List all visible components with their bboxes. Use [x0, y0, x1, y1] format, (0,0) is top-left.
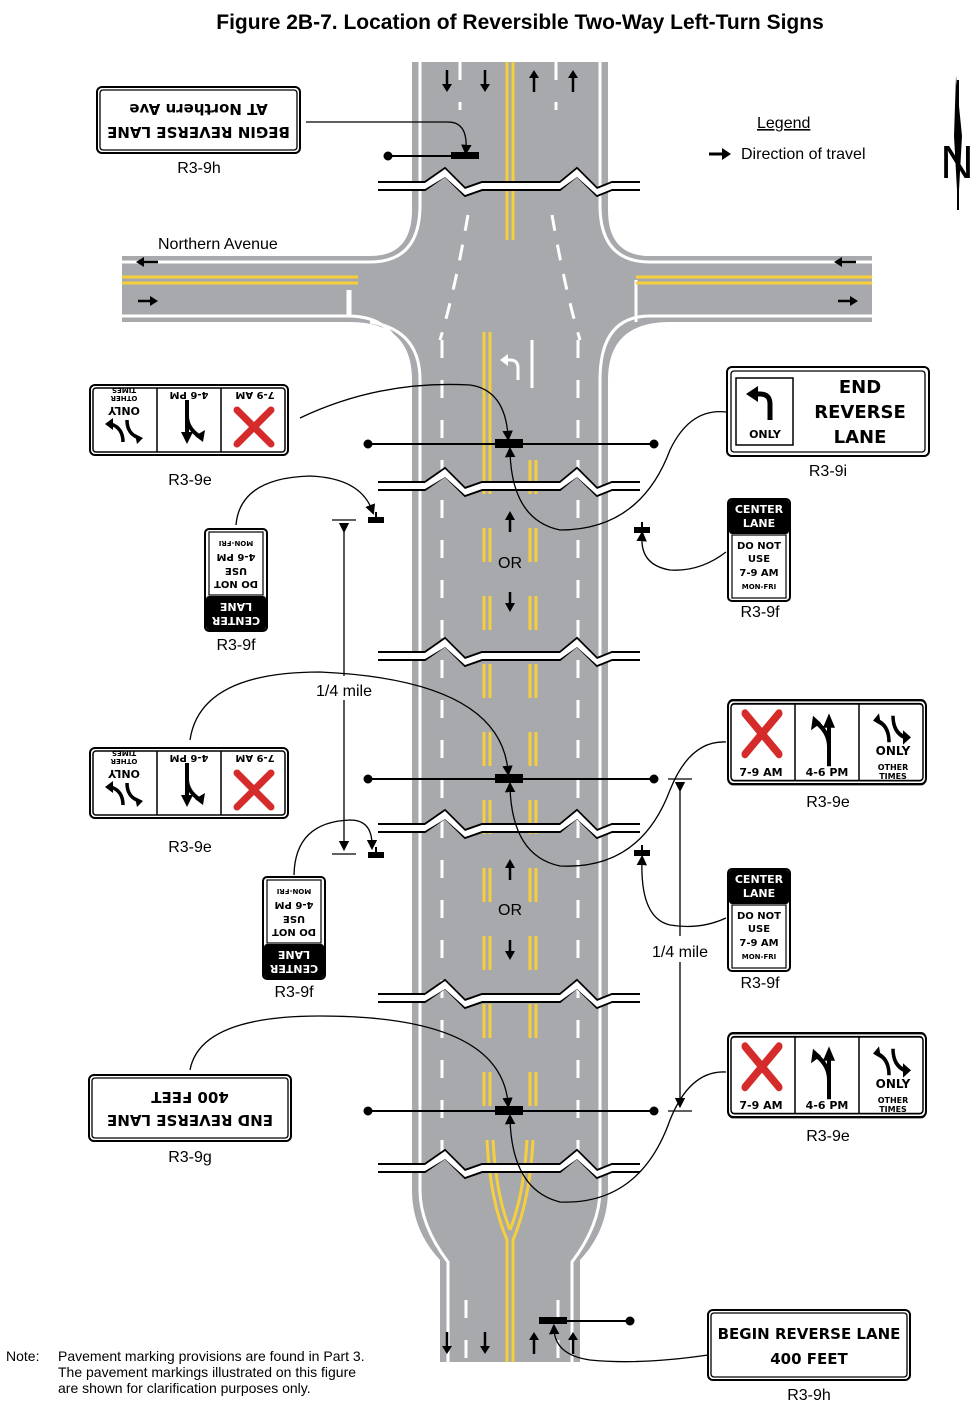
roadway	[122, 62, 872, 1362]
r39e-r2-time1: 7-9 AM	[739, 1099, 782, 1112]
legend-item: Direction of travel	[741, 146, 866, 163]
r39h-bottom-code: R3-9h	[787, 1387, 831, 1404]
r39e-l2-other1: OTHER	[110, 757, 137, 765]
r39f-l2-head1: CENTER	[269, 962, 318, 975]
r39e-r2-only: ONLY	[876, 1077, 911, 1091]
r39e-l1-other1: OTHER	[110, 394, 137, 402]
r39f-l2-l3: 4-6 PM	[275, 899, 314, 910]
r39f-r1-head1: CENTER	[735, 503, 784, 516]
r39f-r1-l2: USE	[748, 554, 770, 565]
r39f-r2-head2: LANE	[743, 887, 775, 900]
or-label-1: OR	[498, 555, 522, 572]
lane-arrows	[136, 70, 858, 1354]
r39i-line3: LANE	[834, 427, 887, 448]
left-turn-arrow-icon	[746, 386, 758, 402]
r39h-bottom-line1: BEGIN REVERSE LANE	[718, 1325, 901, 1343]
r39e-l2-time2: 4-6 PM	[170, 752, 209, 763]
r39f-left-2-code: R3-9f	[274, 984, 314, 1001]
street-label: Northern Avenue	[158, 236, 278, 253]
sign-r3-9f-right-1: CENTER LANE DO NOT USE 7-9 AM MON-FRI	[727, 498, 791, 602]
r39e-r2-other2: TIMES	[879, 1105, 907, 1114]
north-label: N	[940, 136, 973, 188]
r39e-r2-other1: OTHER	[878, 1096, 909, 1105]
r39f-l1-l4: MON-FRI	[219, 539, 253, 547]
r39f-r2-head1: CENTER	[735, 873, 784, 886]
r39h-top-line2: AT Northern Ave	[129, 100, 268, 118]
r39f-r2-l1: DO NOT	[737, 911, 781, 922]
r39e-r1-time1: 7-9 AM	[739, 766, 782, 779]
r39g-line2: 400 FEET	[150, 1088, 228, 1106]
r39e-l1-only: ONLY	[107, 404, 140, 417]
sign-r3-9f-left-2: CENTER LANE DO NOT USE 4-6 PM MON-FRI	[262, 876, 326, 980]
r39i-code: R3-9i	[809, 463, 847, 480]
r39f-l2-l1: DO NOT	[272, 926, 316, 937]
leader-lines	[189, 121, 727, 1363]
r39e-l1-other2: TIMES	[112, 386, 136, 394]
r39f-r1-l3: 7-9 AM	[739, 568, 778, 579]
sign-r3-9h-bottom: BEGIN REVERSE LANE 400 FEET	[707, 1309, 911, 1381]
r39f-l2-l4: MON-FRI	[277, 887, 311, 895]
r39h-top-line1: BEGIN REVERSE LANE	[107, 123, 290, 141]
r39e-r1-time2: 4-6 PM	[806, 766, 849, 779]
r39e-left-1-code: R3-9e	[168, 472, 212, 489]
r39f-l2-head2: LANE	[278, 948, 310, 961]
note-text: Pavement marking provisions are found in…	[58, 1348, 365, 1396]
r39e-left-2-code: R3-9e	[168, 839, 212, 856]
r39f-l1-head2: LANE	[220, 600, 252, 613]
r39g-line1: END REVERSE LANE	[107, 1111, 273, 1129]
r39f-r2-l3: 7-9 AM	[739, 938, 778, 949]
r39f-l2-l2: USE	[283, 913, 305, 924]
sign-r3-9e-left-1: 7-9 AM 4-6 PM ONLY OTHER TIMES	[90, 385, 288, 455]
r39f-r2-l4: MON-FRI	[742, 953, 776, 961]
r39f-l1-l1: DO NOT	[214, 578, 258, 589]
r39e-l2-only: ONLY	[107, 767, 140, 780]
sign-r3-9f-right-2: CENTER LANE DO NOT USE 7-9 AM MON-FRI	[727, 868, 791, 972]
distance-dimensions	[332, 519, 692, 1112]
sign-r3-9h-top: BEGIN REVERSE LANE AT Northern Ave	[96, 86, 301, 154]
r39e-r1-other2: TIMES	[879, 772, 907, 781]
r39f-right-2-code: R3-9f	[740, 975, 780, 992]
r39e-r1-other1: OTHER	[878, 763, 909, 772]
sign-r3-9e-right-2: 7-9 AM 4-6 PM ONLY OTHER TIMES	[728, 1033, 926, 1117]
sign-r3-9e-left-2: 7-9 AM 4-6 PM ONLY OTHER TIMES	[90, 748, 288, 818]
r39f-l1-l3: 4-6 PM	[217, 551, 256, 562]
sign-r3-9g: END REVERSE LANE 400 FEET	[88, 1074, 292, 1142]
r39f-r1-l1: DO NOT	[737, 541, 781, 552]
legend-heading: Legend	[757, 115, 810, 132]
r39e-l2-other2: TIMES	[112, 749, 136, 757]
north-arrow-icon: N	[940, 76, 973, 210]
note-label: Note:	[6, 1348, 40, 1364]
r39i-line2: REVERSE	[814, 402, 906, 423]
r39h-top-code: R3-9h	[177, 160, 221, 177]
r39e-right-1-code: R3-9e	[806, 794, 850, 811]
r39e-l1-time2: 4-6 PM	[170, 389, 209, 400]
r39f-r1-head2: LANE	[743, 517, 775, 530]
distance-label-2: 1/4 mile	[652, 944, 708, 961]
legend: Legend Direction of travel	[709, 115, 866, 163]
distance-label-1: 1/4 mile	[316, 683, 372, 700]
r39f-r1-l4: MON-FRI	[742, 583, 776, 591]
r39f-left-1-code: R3-9f	[216, 637, 256, 654]
r39f-r2-l2: USE	[748, 924, 770, 935]
r39e-r1-only: ONLY	[876, 744, 911, 758]
sign-r3-9f-left-1: CENTER LANE DO NOT USE 4-6 PM MON-FRI	[204, 528, 268, 632]
sign-r3-9e-right-1: 7-9 AM 4-6 PM ONLY OTHER TIMES	[728, 700, 926, 784]
r39f-right-1-code: R3-9f	[740, 604, 780, 621]
sign-r3-9i: ONLY END REVERSE LANE	[726, 366, 930, 457]
r39h-bottom-line2: 400 FEET	[770, 1350, 848, 1368]
or-label-2: OR	[498, 902, 522, 919]
r39i-only: ONLY	[749, 428, 782, 441]
r39i-line1: END	[839, 377, 881, 398]
r39e-r2-time2: 4-6 PM	[806, 1099, 849, 1112]
figure-note: Note: Pavement marking provisions are fo…	[6, 1348, 376, 1396]
r39e-l2-time1: 7-9 AM	[235, 752, 274, 763]
figure-title: Figure 2B-7. Location of Reversible Two-…	[216, 11, 824, 34]
r39f-l1-head1: CENTER	[211, 614, 260, 627]
r39g-code: R3-9g	[168, 1149, 212, 1166]
r39e-right-2-code: R3-9e	[806, 1128, 850, 1145]
r39f-l1-l2: USE	[225, 565, 247, 576]
r39e-l1-time1: 7-9 AM	[235, 389, 274, 400]
